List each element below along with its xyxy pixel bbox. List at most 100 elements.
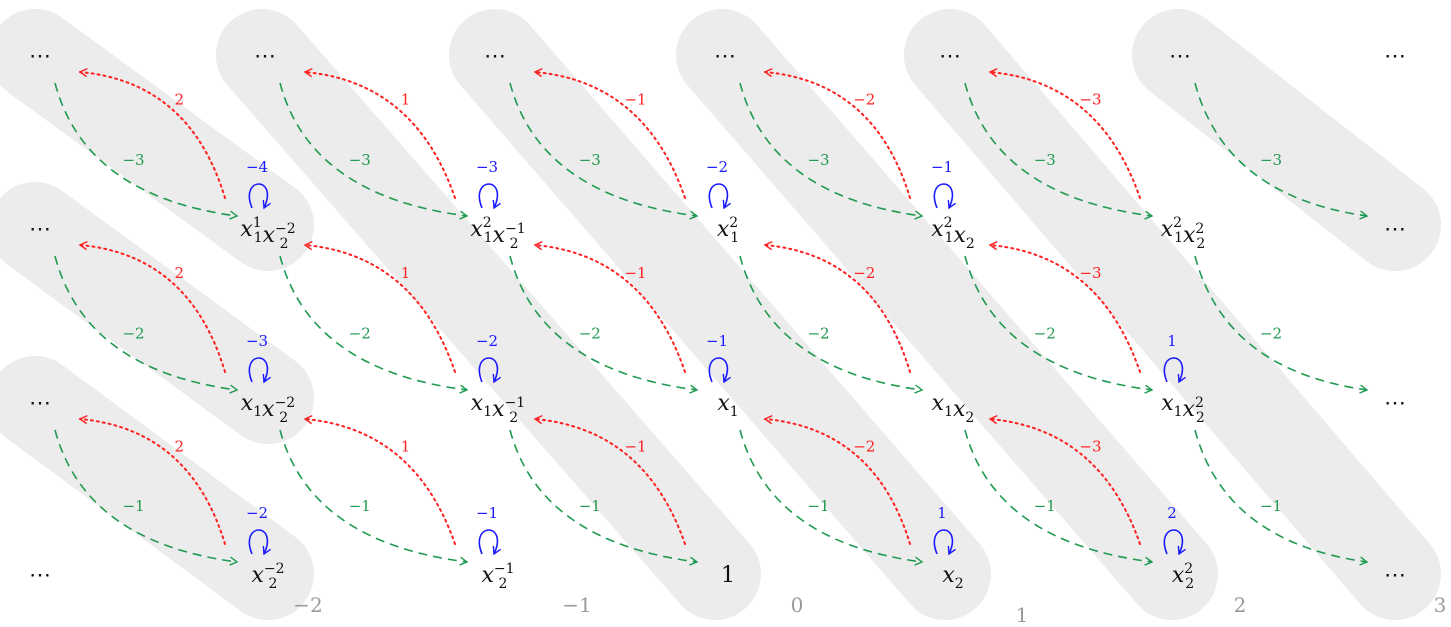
- red-edge-label: −1: [624, 437, 646, 455]
- blue-loop-label: −2: [706, 158, 728, 176]
- band-strip-5: [676, 9, 1218, 620]
- green-dashed-edge: [1194, 429, 1369, 566]
- green-edge-label: −1: [1034, 497, 1056, 515]
- edges-layer: [54, 68, 1369, 566]
- red-edge-label: 1: [401, 264, 411, 282]
- green-dashed-edge: [279, 82, 469, 220]
- blue-loop-label: −4: [246, 158, 268, 176]
- blue-self-loop: [933, 183, 956, 210]
- monomial-m_x1: x1: [717, 391, 738, 420]
- blue-loop-label: −1: [476, 504, 498, 522]
- green-edge-label: −1: [807, 497, 829, 515]
- green-edge-label: −3: [807, 151, 829, 169]
- green-edge-label: −3: [1034, 151, 1056, 169]
- green-edge-label: −2: [122, 325, 144, 343]
- green-edge-label: −3: [579, 151, 601, 169]
- red-edge-label: 1: [401, 91, 411, 109]
- monomial-m_x2: x2: [942, 563, 963, 592]
- red-dotted-edge: [78, 68, 226, 199]
- red-edge-label: −1: [624, 91, 646, 109]
- blue-loop-label: −2: [246, 504, 268, 522]
- ellipsis: ⋯: [29, 217, 51, 242]
- loops-layer: [248, 183, 1186, 556]
- blue-loop-label: −3: [246, 332, 268, 350]
- blue-self-loop: [478, 529, 501, 556]
- blue-loop-label: −1: [706, 332, 728, 350]
- green-edge-label: −3: [1260, 151, 1282, 169]
- red-dotted-edge: [988, 241, 1141, 373]
- red-edge-label: −2: [853, 91, 875, 109]
- green-edge-label: −2: [1034, 325, 1056, 343]
- ellipsis: ⋯: [1384, 391, 1406, 416]
- red-dotted-edge: [763, 241, 911, 373]
- monomial-m_x1_x2: x1x2: [932, 391, 975, 426]
- ellipsis: ⋯: [484, 44, 506, 69]
- green-edge-label: −1: [1260, 497, 1282, 515]
- green-dashed-edge: [509, 255, 699, 394]
- ellipsis: ⋯: [29, 563, 51, 588]
- blue-self-loop: [933, 529, 956, 556]
- green-dashed-edge: [739, 429, 924, 566]
- bands-layer: [0, 9, 1441, 620]
- red-dotted-edge: [988, 415, 1141, 545]
- band-label: 2: [1234, 593, 1247, 617]
- green-dashed-edge: [964, 255, 1154, 394]
- red-dotted-edge: [78, 241, 226, 373]
- band-strip-7: [1132, 9, 1441, 271]
- blue-loop-label: −1: [931, 158, 953, 176]
- edge-labels-layer: −3 −3 −3 −3 −3 −3 −2 −2 −2 −2 −2 −2 −1 −1 −1 −1 −1 −1 2 1 −1…: [122, 91, 1282, 523]
- band-label: −2: [293, 593, 322, 617]
- green-dashed-edge: [54, 429, 239, 566]
- green-edge-label: −3: [349, 151, 371, 169]
- band-strip-3: [216, 9, 761, 620]
- blue-loop-label: −3: [476, 158, 498, 176]
- ellipsis: ⋯: [1169, 44, 1191, 69]
- red-edge-label: −3: [1079, 91, 1101, 109]
- red-dotted-edge: [533, 68, 686, 199]
- band-strip-2: [0, 356, 314, 620]
- band-label: 3: [1434, 593, 1447, 617]
- red-dotted-edge: [988, 68, 1141, 199]
- green-dashed-edge: [739, 82, 924, 220]
- ellipsis: ⋯: [29, 44, 51, 69]
- band-strip-6: [904, 9, 1441, 620]
- red-edge-label: −2: [853, 264, 875, 282]
- red-edge-label: 2: [174, 91, 184, 109]
- green-edge-label: −2: [579, 325, 601, 343]
- ellipsis: ⋯: [714, 44, 736, 69]
- red-edge-label: 2: [174, 437, 184, 455]
- ellipsis: ⋯: [1384, 217, 1406, 242]
- red-dotted-edge: [303, 68, 456, 199]
- green-dashed-edge: [739, 255, 924, 394]
- red-edge-label: −2: [853, 437, 875, 455]
- red-edge-label: 2: [174, 264, 184, 282]
- ellipsis: ⋯: [29, 391, 51, 416]
- green-edge-label: −1: [579, 497, 601, 515]
- monomial-m_one: 1: [721, 563, 735, 588]
- blue-self-loop: [478, 183, 501, 210]
- blue-self-loop: [708, 357, 731, 384]
- blue-self-loop: [248, 529, 271, 556]
- red-dotted-edge: [303, 415, 456, 545]
- green-edge-label: −1: [122, 497, 144, 515]
- blue-self-loop: [708, 183, 731, 210]
- blue-self-loop: [1163, 529, 1186, 556]
- red-dotted-edge: [533, 415, 686, 545]
- red-edge-label: −3: [1079, 437, 1101, 455]
- green-dashed-edge: [1194, 255, 1369, 394]
- red-dotted-edge: [533, 241, 686, 373]
- band-label: 0: [791, 593, 804, 617]
- green-dashed-edge: [964, 82, 1154, 220]
- blue-self-loop: [248, 357, 271, 384]
